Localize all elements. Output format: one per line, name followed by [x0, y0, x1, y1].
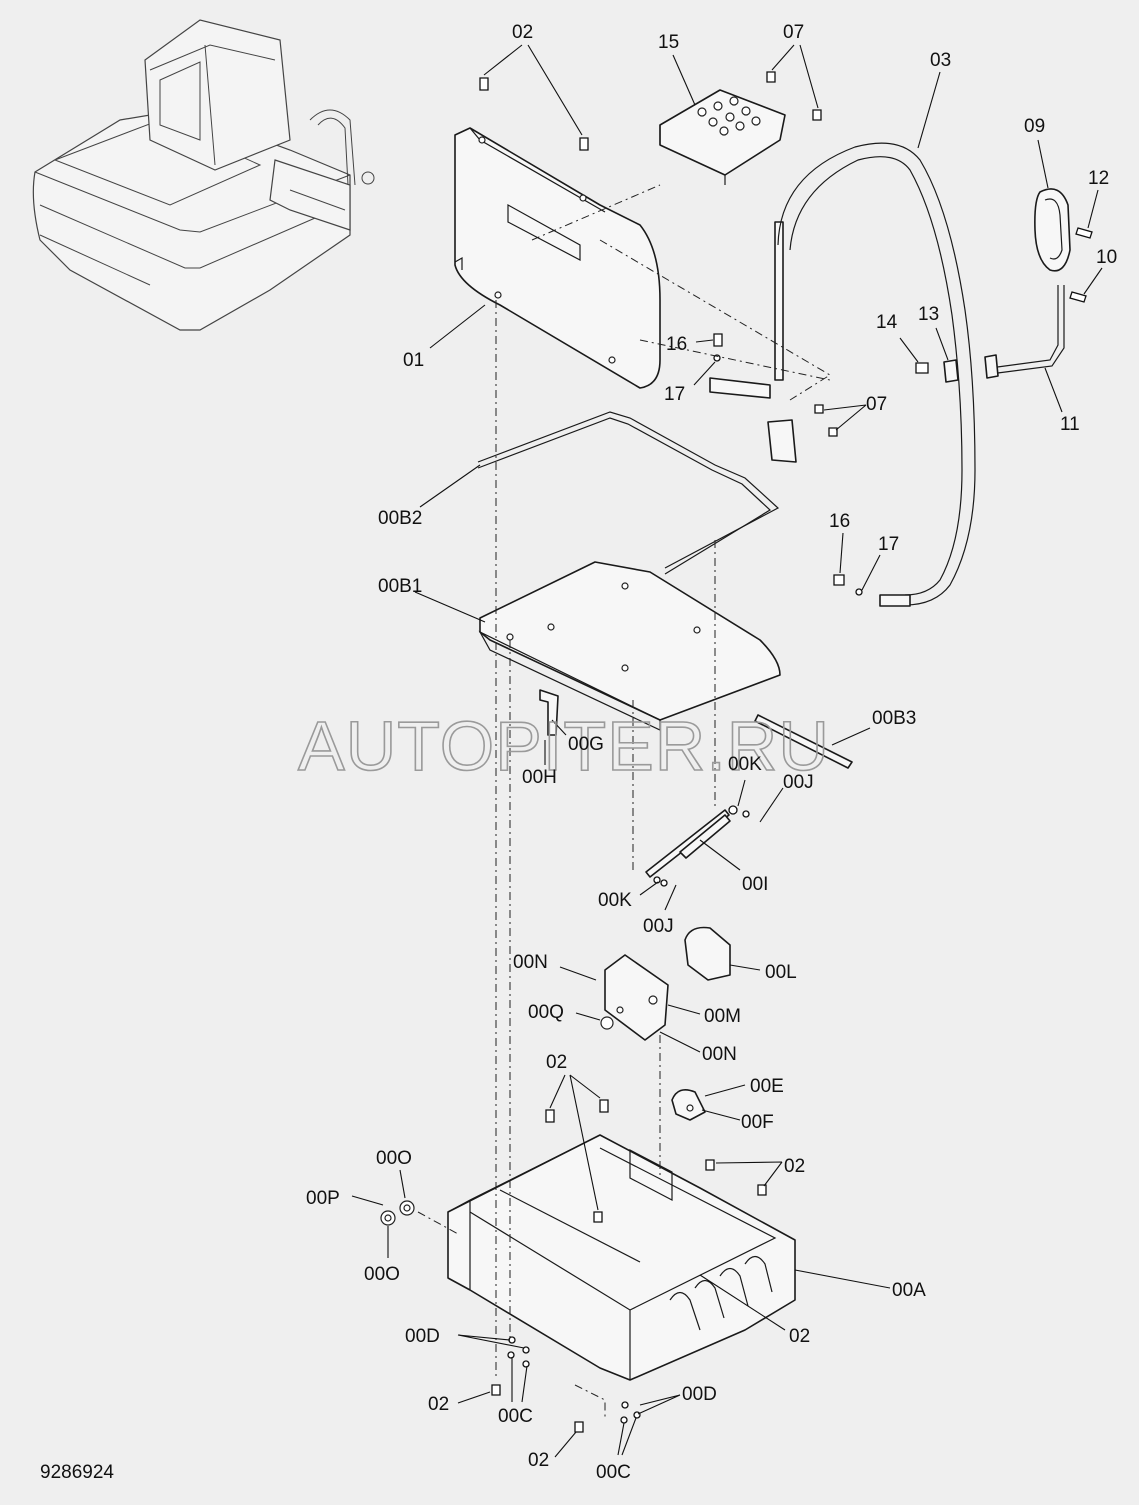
part-09-mirror	[1034, 188, 1071, 272]
callout-label: 16	[666, 334, 687, 355]
callout-label: 16	[829, 511, 850, 532]
callout-label: 00F	[741, 1112, 774, 1133]
callout-label: 00B3	[872, 708, 916, 729]
part-00b1-floor-plate	[478, 561, 781, 731]
watermark-text: AUTOPITER.RU	[298, 707, 830, 785]
callout-label: 02	[428, 1394, 449, 1415]
callout-label: 00G	[568, 734, 604, 755]
callout-label: 02	[546, 1052, 567, 1073]
part-00m-panel	[604, 954, 669, 1041]
callout-label: 17	[664, 384, 685, 405]
part-00i-gas-stay	[645, 805, 750, 887]
fastener-bolts	[479, 71, 863, 1433]
callout-label: 00O	[376, 1148, 412, 1169]
part-00q-washer	[600, 1016, 614, 1030]
part-13-bracket	[943, 359, 959, 383]
callout-label: 00L	[765, 962, 797, 983]
assembly-guide-lines	[417, 184, 831, 1420]
part-00b2-seal	[477, 411, 780, 575]
callout-label: 00N	[513, 952, 548, 973]
callout-label: 12	[1088, 168, 1109, 189]
callout-label: 02	[528, 1450, 549, 1471]
callout-label: 02	[789, 1326, 810, 1347]
leader-lines	[351, 44, 1103, 1458]
callout-label: 07	[866, 394, 887, 415]
part-00l-cap	[684, 926, 731, 981]
callout-label: 01	[403, 350, 424, 371]
part-00o-00p-rings	[380, 1200, 415, 1226]
callout-label: 02	[512, 22, 533, 43]
part-01-upper-cover	[454, 127, 661, 389]
callout-label: 17	[878, 534, 899, 555]
callout-label: 00O	[364, 1264, 400, 1285]
part-12-screw	[1075, 227, 1093, 239]
callout-label: 14	[876, 312, 898, 333]
part-14-nut	[915, 362, 929, 374]
callout-label: 00M	[704, 1006, 741, 1027]
callout-label: 00P	[306, 1188, 340, 1209]
callout-label: 03	[930, 50, 951, 71]
part-03-guard-rail	[709, 142, 976, 607]
callout-label: 10	[1096, 247, 1117, 268]
callout-label: 00J	[643, 916, 674, 937]
part-15-switch-panel	[659, 89, 786, 185]
callout-label: 00K	[728, 754, 762, 775]
callout-label: 00I	[742, 874, 768, 895]
callout-label: 15	[658, 32, 679, 53]
callout-label: 11	[1060, 414, 1080, 435]
excavator-overview	[32, 19, 375, 331]
callout-label: 00D	[682, 1384, 717, 1405]
callout-label: 07	[783, 22, 804, 43]
callout-label: 00H	[522, 767, 557, 788]
callout-label: 00E	[750, 1076, 784, 1097]
callout-label: 00N	[702, 1044, 737, 1065]
callout-label: 00B1	[378, 576, 422, 597]
part-11-mirror-stay	[984, 285, 1065, 379]
callout-label: 13	[918, 304, 939, 325]
callout-label: 00K	[598, 890, 632, 911]
callout-label: 00B2	[378, 508, 422, 529]
part-00g-00h-bracket	[539, 689, 559, 736]
callout-label: 00C	[498, 1406, 533, 1427]
part-00e-00f-latch	[671, 1089, 706, 1121]
callout-labels: 02 15 07 03 09 12 10 01 16 17 14 13 11 0…	[306, 22, 1117, 1483]
drawing-number: 9286924	[40, 1462, 114, 1483]
callout-label: 00Q	[528, 1002, 564, 1023]
callout-label: 02	[784, 1156, 805, 1177]
callout-label: 00A	[892, 1280, 926, 1301]
callout-label: 00C	[596, 1462, 631, 1483]
part-10-pin	[1069, 291, 1087, 303]
callout-label: 09	[1024, 116, 1045, 137]
callout-label: 00D	[405, 1326, 440, 1347]
part-00b3-strip	[754, 714, 853, 769]
callout-label: 00J	[783, 772, 814, 793]
part-00a-seat-base	[447, 1134, 796, 1381]
